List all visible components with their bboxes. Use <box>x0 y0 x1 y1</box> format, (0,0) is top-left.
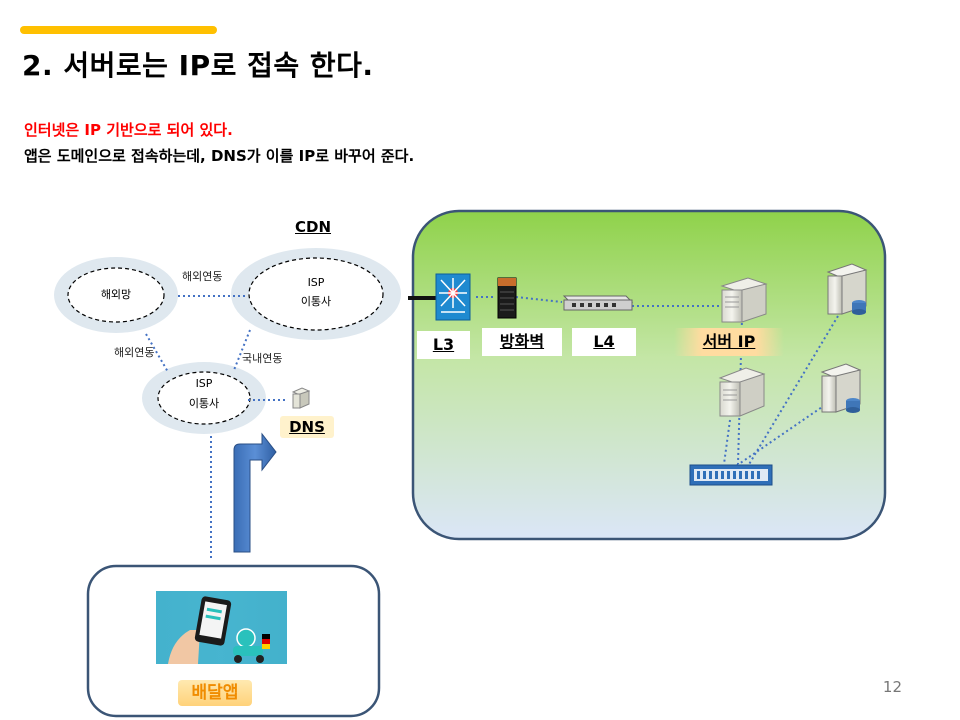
l4-label: L4 <box>572 328 636 356</box>
isp-bottom-line1: ISP <box>195 377 213 390</box>
page-number: 12 <box>882 678 902 696</box>
isp-bottom-line2: 이통사 <box>188 397 220 410</box>
domestic-link-label: 국내연동 <box>242 352 283 365</box>
subtitle-red: 인터넷은 IP 기반으로 되어 있다. <box>24 121 233 139</box>
isp-bottom-node <box>157 371 251 425</box>
overseas-link-top-label: 해외연동 <box>182 270 223 283</box>
isp-top-line2: 이통사 <box>300 295 332 308</box>
subtitle-black: 앱은 도메인으로 접속하는데, DNS가 이를 IP로 바꾸어 준다. <box>24 147 415 165</box>
firewall-label: 방화벽 <box>482 328 562 356</box>
overseas-link-left-label: 해외연동 <box>114 346 155 359</box>
overseas-network-node <box>67 267 165 323</box>
delivery-app-illustration <box>156 591 287 664</box>
slide-title: 2. 서버로는 IP로 접속 한다. <box>22 49 374 82</box>
firewall-icon <box>497 277 517 319</box>
database-server-icon <box>826 263 868 315</box>
l4-switch-icon <box>562 295 634 311</box>
isp-top-node <box>248 257 384 331</box>
request-arrow <box>233 432 277 553</box>
network-links <box>145 295 839 560</box>
l3-switch-icon <box>435 273 471 321</box>
cdn-label: CDN <box>295 218 332 236</box>
backend-switch-icon <box>689 464 773 486</box>
isp-top-line1: ISP <box>307 276 325 289</box>
server-tower-icon <box>718 367 766 417</box>
title-accent-bar <box>20 26 217 34</box>
datacenter-zone <box>411 209 887 541</box>
server-tower-icon <box>720 277 768 323</box>
l3-label: L3 <box>417 331 470 359</box>
dns-label: DNS <box>280 416 334 438</box>
server-ip-label: 서버 IP <box>674 328 784 356</box>
overseas-network-label: 해외망 <box>100 288 132 301</box>
dns-server-icon <box>291 387 311 409</box>
delivery-app-label: 배달앱 <box>178 680 252 706</box>
database-server-icon <box>820 363 862 413</box>
